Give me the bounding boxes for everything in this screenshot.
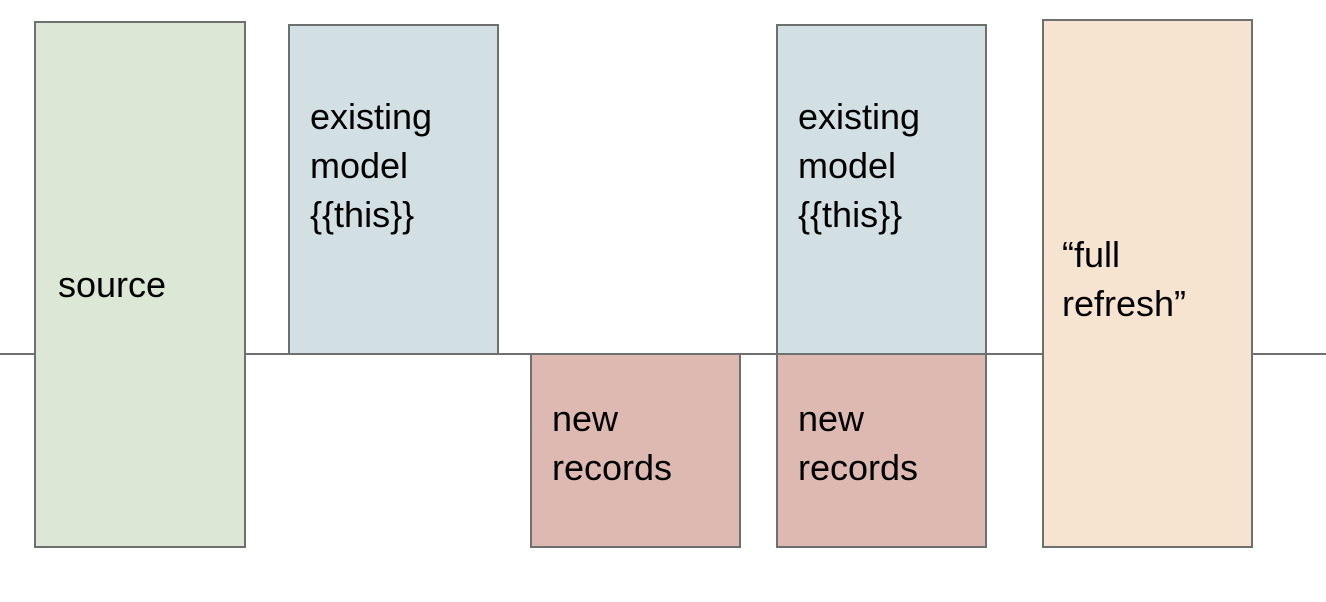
existing-model-box-2[interactable]: existing model {{this}} — [776, 24, 987, 355]
new-records-box-2[interactable]: new records — [776, 353, 987, 548]
existing-model-box-1-label: existing model {{this}} — [310, 96, 433, 235]
source-box[interactable]: source — [34, 21, 246, 548]
new-records-box-1-label: new records — [552, 397, 673, 488]
full-refresh-box-label: “full refresh” — [1062, 233, 1187, 324]
full-refresh-box[interactable]: “full refresh” — [1042, 19, 1253, 548]
source-box-label: source — [58, 264, 167, 305]
new-records-box-1[interactable]: new records — [530, 353, 741, 548]
existing-model-box-2-label: existing model {{this}} — [798, 96, 921, 235]
new-records-box-2-label: new records — [798, 397, 919, 488]
existing-model-box-1[interactable]: existing model {{this}} — [288, 24, 499, 355]
